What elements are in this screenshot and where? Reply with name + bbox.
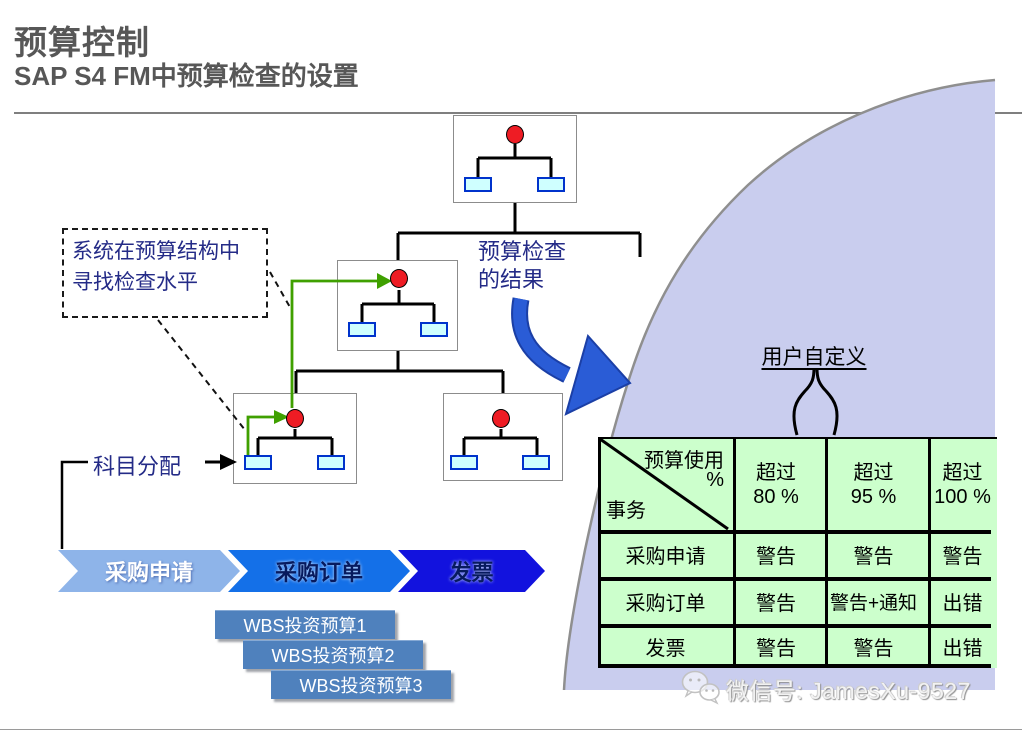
col-header-line: 95 % <box>850 486 897 508</box>
callout-search-check-level: 系统在预算结构中 寻找检查水平 <box>62 228 268 318</box>
page-title: 预算控制 <box>14 24 150 61</box>
table-cell: 警告 <box>853 637 894 660</box>
wbs-budget-box-2: WBS投资预算2 <box>243 640 423 669</box>
wbs-label: WBS投资预算1 <box>243 616 367 636</box>
col-header-line: 超过 <box>853 462 894 484</box>
check-level-circle-lower-right <box>492 409 510 428</box>
account-assignment-label: 科目分配 <box>93 454 182 479</box>
corner-label-percent: % <box>706 469 724 491</box>
table-cell: 警告 <box>756 637 796 660</box>
wbs-label: WBS投资预算2 <box>271 646 395 666</box>
wbs-label: WBS投资预算3 <box>299 676 423 696</box>
leaf-box <box>464 177 492 192</box>
callout-line-2: 寻找检查水平 <box>72 271 198 294</box>
wechat-id-label: 微信号: JamesXu-9527 <box>726 678 971 704</box>
leaf-box <box>522 455 550 470</box>
check-level-circle-middle <box>390 269 408 288</box>
row-label-purchase-order: 采购订单 <box>625 592 706 615</box>
wechat-icon <box>681 670 720 705</box>
table-cell: 出错 <box>942 592 983 615</box>
row-label-invoice: 发票 <box>645 637 686 660</box>
check-result-line-1: 预算检查 <box>478 239 567 264</box>
corner-label-transaction: 事务 <box>606 500 646 522</box>
page-subtitle: SAP S4 FM中预算检查的设置 <box>14 61 359 91</box>
col-header-line: 100 % <box>934 486 991 508</box>
col-header-over-95: 超过 95 % <box>825 443 922 527</box>
chevron-label: 发票 <box>449 560 494 585</box>
check-result-label: 预算检查 的结果 <box>478 238 566 294</box>
account-assignment-bracket <box>60 460 88 549</box>
col-header-line: 超过 <box>756 462 796 484</box>
table-cell: 警告 <box>756 545 796 568</box>
table-cell: 警告 <box>756 592 796 615</box>
check-result-line-2: 的结果 <box>478 267 545 292</box>
leaf-box <box>450 455 478 470</box>
col-header-over-100: 超过 100 % <box>928 443 997 527</box>
chevron-label: 采购申请 <box>104 560 193 585</box>
leaf-box <box>348 322 376 337</box>
chevron-invoice: 发票 <box>398 550 545 592</box>
leaf-box <box>537 177 565 192</box>
leaf-box <box>317 455 345 470</box>
col-header-line: 超过 <box>942 462 983 484</box>
callout-line-1: 系统在预算结构中 <box>72 240 240 263</box>
budget-node-lower-left <box>233 393 357 484</box>
row-label-purchase-requisition: 采购申请 <box>625 545 706 568</box>
leaf-box <box>420 322 448 337</box>
user-defined-label: 用户自定义 <box>761 346 867 369</box>
title-divider <box>14 112 1022 114</box>
chevron-purchase-order: 采购订单 <box>228 550 410 592</box>
table-cell: 警告 <box>942 545 983 568</box>
bottom-divider <box>0 729 1022 730</box>
chevron-label: 采购订单 <box>274 560 363 585</box>
table-cell: 警告+通知 <box>829 592 918 614</box>
wbs-budget-box-1: WBS投资预算1 <box>215 610 395 639</box>
chevron-purchase-requisition: 采购申请 <box>58 550 240 592</box>
wbs-budget-box-3: WBS投资预算3 <box>271 670 451 699</box>
table-cell: 出错 <box>942 637 983 660</box>
check-level-circle-lower-left <box>286 409 304 428</box>
table-cell: 警告 <box>853 545 894 568</box>
col-header-line: 80 % <box>753 486 799 508</box>
check-level-circle-top <box>506 125 524 144</box>
user-defined-brace <box>792 367 839 436</box>
leaf-box <box>244 455 272 470</box>
col-header-over-80: 超过 80 % <box>733 443 819 527</box>
